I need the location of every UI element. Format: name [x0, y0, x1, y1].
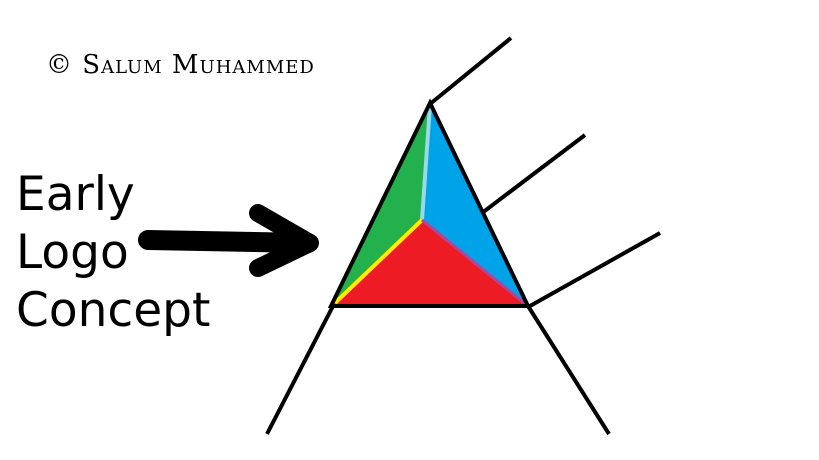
label-line-concept: Concept: [16, 283, 211, 338]
concept-label: Early Logo Concept: [16, 166, 210, 340]
blue-face: [422, 105, 526, 305]
pyramid-outline: [327, 98, 532, 308]
right-leg: [526, 304, 611, 436]
left-leg: [265, 305, 335, 435]
label-line-logo: Logo: [16, 225, 129, 280]
arrow-right-icon: [138, 204, 319, 277]
red-face: [333, 220, 526, 305]
bottom-ray: [529, 231, 661, 308]
label-line-early: Early: [16, 167, 135, 222]
top-ray: [428, 36, 513, 106]
purple-edge: [421, 218, 525, 305]
middle-ray: [480, 133, 587, 215]
copyright-text: © Salum Muhammed: [46, 50, 315, 80]
light-blue-edge: [420, 104, 432, 221]
yellow-edge: [333, 218, 424, 305]
